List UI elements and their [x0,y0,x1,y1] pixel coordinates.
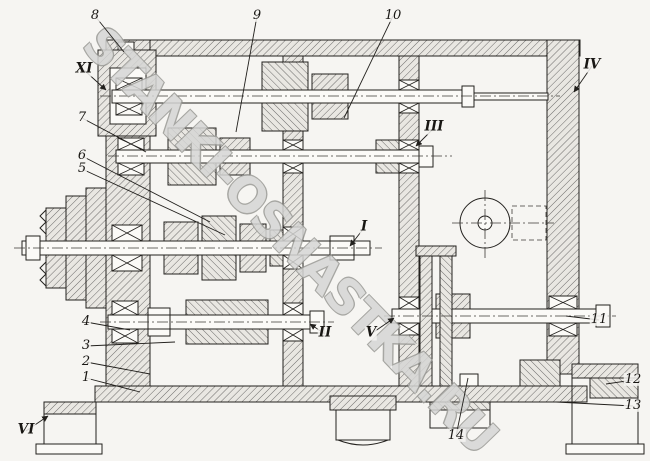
support-ribs [415,245,479,387]
